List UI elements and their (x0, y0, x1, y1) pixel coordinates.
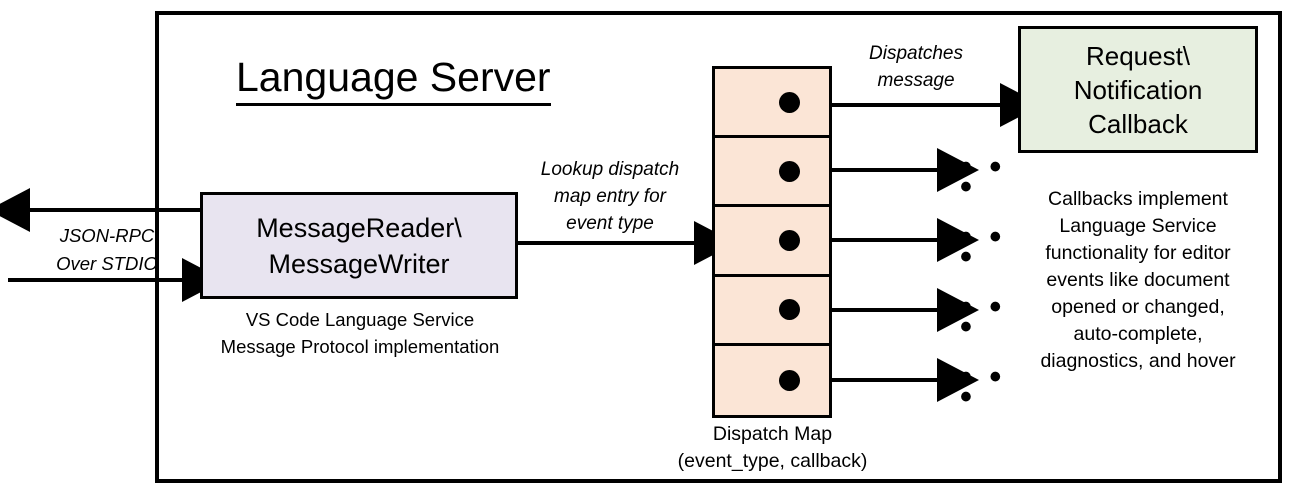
callback-caption-line4: events like document (1046, 269, 1230, 291)
callback-caption-line5: opened or changed, (1051, 296, 1225, 318)
message-rw-caption-line1: VS Code Language Service (245, 309, 475, 330)
lookup-label-line2: map entry for (554, 186, 666, 207)
callback-line2: Notification (1073, 74, 1203, 105)
page-title: Language Server (236, 52, 551, 106)
language-server-boundary (155, 11, 1282, 483)
callback-entry-dot (779, 369, 800, 391)
table-row[interactable] (715, 346, 829, 415)
dispatch-map-caption-line1: Dispatch Map (712, 423, 833, 445)
callback-caption-line2: Language Service (1059, 215, 1217, 237)
callback-line1: Request\ (1085, 40, 1191, 71)
dispatches-label-line2: message (877, 70, 955, 91)
request-notification-callback-box[interactable]: Request\ Notification Callback (1018, 26, 1258, 153)
callback-caption-line6: auto-complete, (1073, 323, 1203, 345)
table-row[interactable] (715, 138, 829, 208)
callback-caption-line7: diagnostics, and hover (1040, 350, 1236, 372)
dispatches-message-edge-label: Dispatches message (836, 40, 996, 94)
callback-caption: Callbacks implement Language Service fun… (1010, 186, 1266, 375)
lookup-label-line3: event type (566, 213, 654, 234)
protocol-label: JSON-RPC Over STDIO (32, 222, 182, 278)
message-reader-writer-caption: VS Code Language Service Message Protoco… (190, 306, 530, 360)
callback-caption-line3: functionality for editor (1045, 242, 1231, 264)
callback-entry-dot (779, 91, 800, 113)
message-rw-caption-line2: Message Protocol implementation (220, 336, 500, 357)
table-row[interactable] (715, 277, 829, 346)
dispatch-map-caption-line2: (event_type, callback) (677, 450, 868, 472)
lookup-label-line1: Lookup dispatch (540, 159, 680, 180)
table-row[interactable] (715, 207, 829, 277)
callback-entry-dot (779, 299, 800, 321)
protocol-label-line2: Over STDIO (56, 253, 158, 274)
callback-entry-dot (779, 160, 800, 182)
callback-line3: Callback (1088, 108, 1188, 139)
row-2-ellipsis: • • • (960, 148, 1006, 206)
message-reader-writer-box[interactable]: MessageReader\ MessageWriter (200, 192, 518, 299)
dispatch-map-caption: Dispatch Map (event_type, callback) (650, 421, 895, 475)
callback-caption-line1: Callbacks implement (1048, 188, 1228, 210)
lookup-dispatch-edge-label: Lookup dispatch map entry for event type (520, 156, 700, 237)
message-rw-line2: MessageWriter (268, 248, 450, 279)
dispatches-label-line1: Dispatches (869, 43, 963, 64)
row-5-ellipsis: • • • (960, 358, 1006, 416)
protocol-label-line1: JSON-RPC (59, 225, 155, 246)
row-4-ellipsis: • • • (960, 288, 1006, 346)
table-row[interactable] (715, 69, 829, 139)
message-rw-line1: MessageReader\ (256, 212, 462, 243)
dispatch-map-table[interactable] (712, 66, 832, 418)
callback-entry-dot (779, 229, 800, 251)
row-3-ellipsis: • • • (960, 218, 1006, 276)
